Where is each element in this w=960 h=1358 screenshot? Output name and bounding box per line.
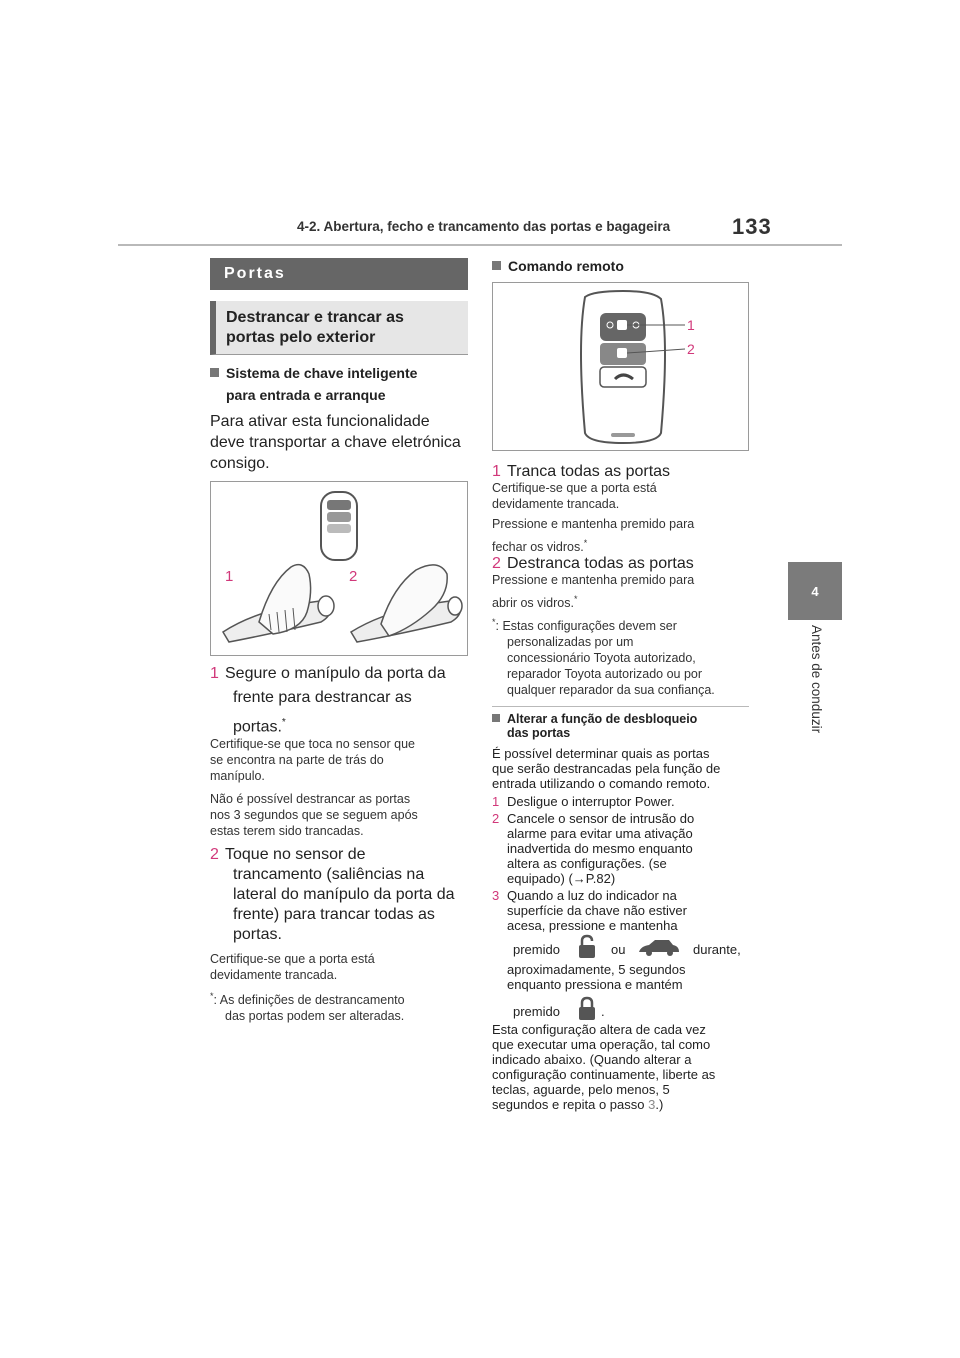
premido-line: premido ou durante, (507, 934, 747, 962)
step-1-note-1: Certifique-se que toca no sensor que se … (210, 737, 415, 783)
premido-line-cont: aproximadamente, 5 segundos enquanto pre… (507, 962, 686, 992)
chapter-tab: 4 (788, 562, 842, 620)
figure-door-handle: 1 2 (210, 481, 468, 656)
left-footnote: *: As definições de destrancamento das p… (210, 991, 405, 1024)
chapter-label: Antes de conduzir (809, 625, 824, 734)
sub-heading-unlock-function: Alterar a função de desbloqueio das port… (492, 712, 697, 740)
premido-line-2: premido . (507, 994, 707, 1022)
step-2-note: Certifique-se que a porta está devidamen… (210, 952, 375, 982)
page-number: 133 (732, 214, 772, 239)
section-heading: Portas (210, 258, 468, 290)
step-1-note-2: Não é possível destrancar as portas nos … (210, 792, 418, 838)
unlock-button-icon (579, 934, 595, 958)
final-paragraph: Esta configuração altera de cada vez que… (492, 1022, 716, 1112)
bullet-square-icon (492, 714, 500, 722)
figure-label-2: 2 (687, 341, 695, 357)
figure-label-2: 2 (349, 568, 358, 585)
intro-paragraph: Para ativar esta funcionalidade deve tra… (210, 413, 461, 472)
header-rule (118, 244, 842, 246)
running-header-title: 4-2. Abertura, fecho e trancamento das p… (297, 219, 671, 234)
bullet-square-icon (492, 261, 501, 270)
bullet-square-icon (210, 368, 219, 377)
unlock-paragraph: É possível determinar quais as portas qu… (492, 746, 721, 791)
right-footnote: *: Estas configurações devem ser persona… (492, 617, 715, 698)
remote-item-1-note: Certifique-se que a porta está devidamen… (492, 481, 695, 555)
figure-label-1: 1 (225, 568, 234, 585)
remote-key-illustration (580, 289, 686, 445)
lock-button-icon (579, 996, 595, 1020)
divider (492, 706, 749, 707)
trunk-button-icon (639, 940, 679, 956)
door-handle-illustration (221, 491, 463, 643)
figure-remote-key: 1 2 (492, 282, 749, 451)
remote-item-2-note: Pressione e mantenha premido para abrir … (492, 573, 695, 611)
subsection-heading: Destrancar e trancar as portas pelo exte… (210, 301, 468, 355)
bullet-heading-smart-key: Sistema de chave inteligente para entrad… (210, 362, 417, 406)
bullet-heading-remote: Comando remoto (492, 255, 624, 277)
figure-label-1: 1 (687, 317, 695, 333)
